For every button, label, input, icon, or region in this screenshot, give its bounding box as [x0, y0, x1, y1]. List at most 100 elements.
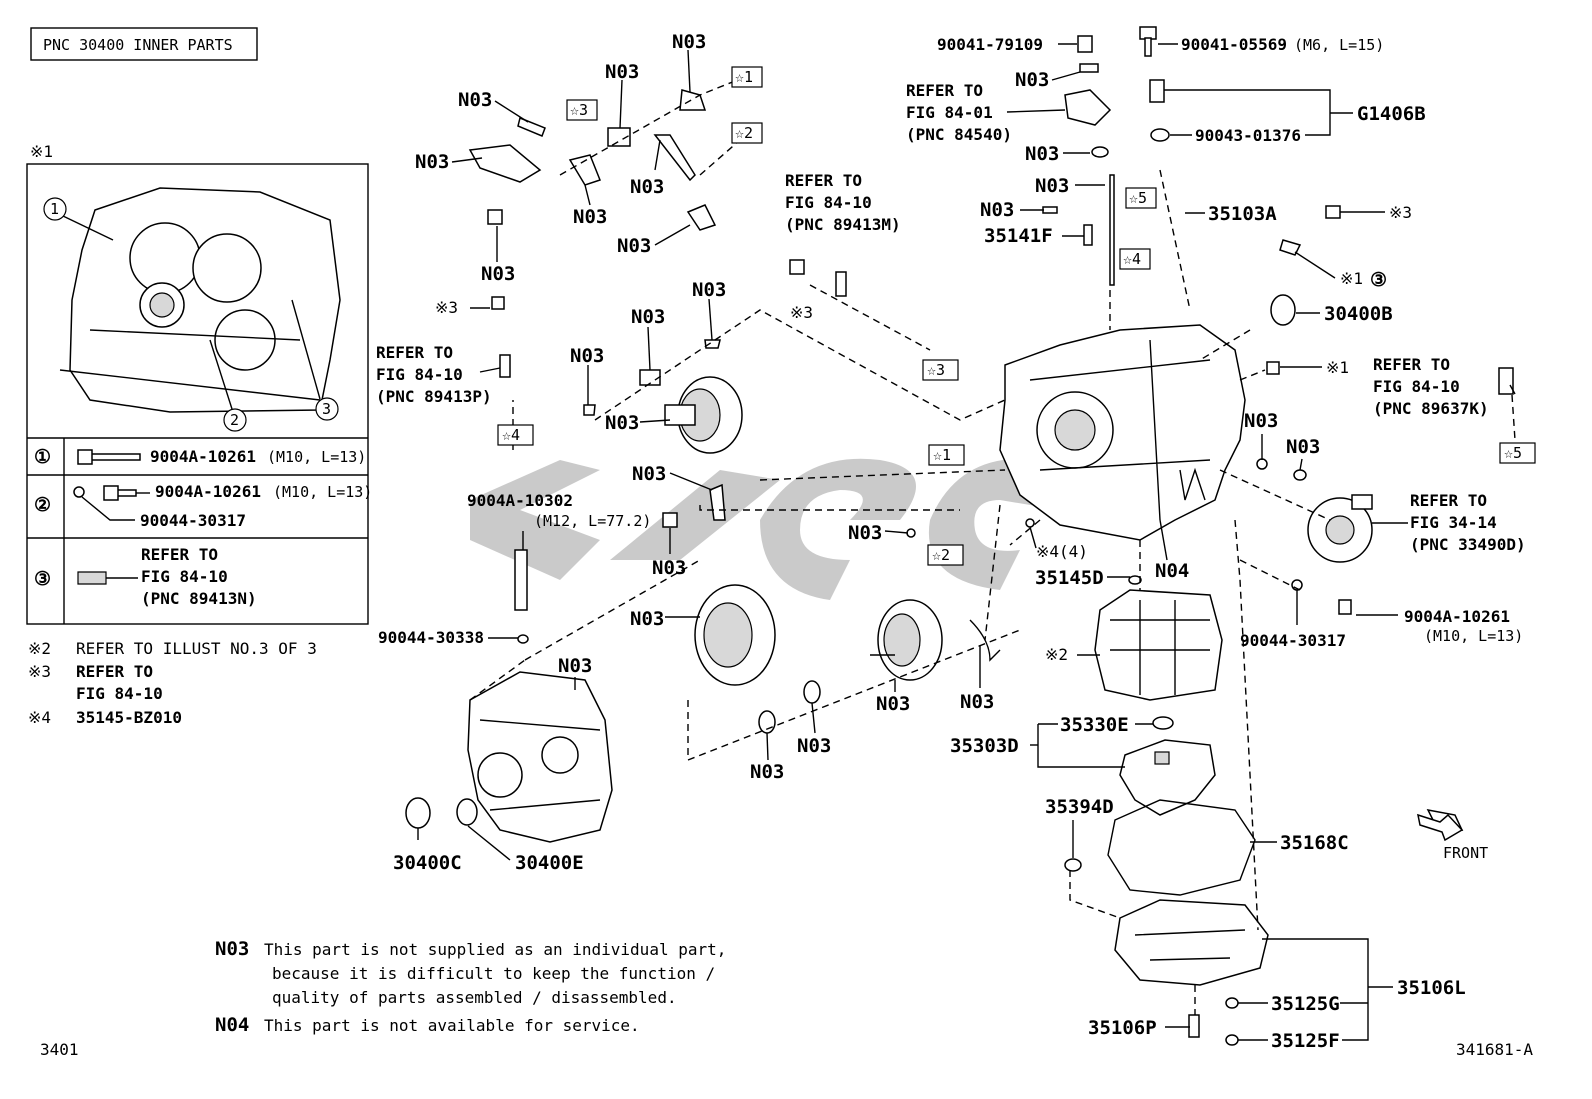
- part-label: 35394D: [1045, 796, 1114, 818]
- svg-text:3: 3: [322, 400, 331, 418]
- part-label: N03: [630, 176, 664, 198]
- part-label: REFER TO: [1373, 355, 1450, 374]
- transaxle-case: [999, 324, 1246, 541]
- part-label: G1406B: [1357, 103, 1426, 125]
- part-label: 35330E: [1060, 714, 1129, 736]
- part-label: N04: [215, 1014, 249, 1036]
- part-label: 90044-30338: [378, 628, 484, 647]
- row1-part: 9004A-10261: [150, 447, 256, 466]
- part-label: N04: [1155, 560, 1189, 582]
- oil-pan-gasket: [1107, 799, 1256, 896]
- part-label: 35145D: [1035, 567, 1104, 589]
- footnotes: ※2 REFER TO ILLUST NO.3 OF 3 ※3 REFER TO…: [28, 639, 317, 727]
- part-label: ※2: [1045, 645, 1068, 664]
- row3-num: ③: [34, 568, 51, 590]
- part-label: FIG 34-14: [1410, 513, 1497, 532]
- part-label: N03: [876, 693, 910, 715]
- part-label: 35145-BZ010: [76, 708, 182, 727]
- part-label: N03: [652, 557, 686, 579]
- part-label: N03: [750, 761, 784, 783]
- part-label: FIG 84-10: [76, 684, 163, 703]
- part-label: N03: [960, 691, 994, 713]
- part-label: This part is not available for service.: [264, 1016, 640, 1035]
- part-label: N03: [458, 89, 492, 111]
- part-label: N03: [558, 655, 592, 677]
- part-label: N03: [1025, 143, 1059, 165]
- part-label: N03: [1035, 175, 1069, 197]
- row3-ref3: (PNC 89413N): [141, 589, 257, 608]
- part-label: N03: [692, 279, 726, 301]
- header: PNC 30400 INNER PARTS: [30, 27, 258, 61]
- part-label: N03: [481, 263, 515, 285]
- part-label: ※3: [1389, 203, 1412, 222]
- part-label: 35103A: [1208, 203, 1277, 225]
- part-label: 90044-30317: [1240, 631, 1346, 650]
- part-label: 90041-05569: [1181, 35, 1287, 54]
- part-label: ☆4: [1123, 250, 1141, 268]
- part-label: N03: [573, 206, 607, 228]
- part-label: N03: [1015, 69, 1049, 91]
- part-label: ☆5: [1504, 444, 1522, 462]
- part-label: ※3: [28, 662, 51, 681]
- part-label: (M10, L=13): [1424, 627, 1523, 645]
- legend: N03 This part is not supplied as an indi…: [215, 938, 726, 1036]
- page-title: PNC 30400 INNER PARTS: [43, 36, 233, 54]
- part-label: N03: [1244, 410, 1278, 432]
- part-label: 35125G: [1271, 993, 1340, 1015]
- part-label: N03: [631, 306, 665, 328]
- part-label: REFER TO: [785, 171, 862, 190]
- row1-num: ①: [34, 446, 51, 468]
- part-label: 30400C: [393, 852, 462, 874]
- part-label: N03: [1286, 436, 1320, 458]
- part-label: ※1: [1326, 358, 1349, 377]
- cover-33490d: [1307, 494, 1373, 563]
- row2-part: 9004A-10261: [155, 482, 261, 501]
- part-label: 35106P: [1088, 1017, 1157, 1039]
- refer-labels: REFER TO FIG 84-01 (PNC 84540) REFER TO …: [376, 81, 1526, 554]
- part-label: ☆1: [933, 446, 951, 464]
- part-label: quality of parts assembled / disassemble…: [272, 988, 677, 1007]
- footer-right: 341681-A: [1456, 1040, 1533, 1059]
- part-label: 35106L: [1397, 977, 1466, 999]
- part-label: N03: [672, 31, 706, 53]
- part-label: 35303D: [950, 735, 1019, 757]
- part-label: N03: [570, 345, 604, 367]
- part-label: N03: [797, 735, 831, 757]
- part-label: (PNC 33490D): [1410, 535, 1526, 554]
- inset-mark: ※1: [30, 142, 53, 161]
- gear-middle: [870, 599, 943, 681]
- part-label: N03: [215, 938, 249, 960]
- row2-part2: 90044-30317: [140, 511, 246, 530]
- part-label: REFER TO: [376, 343, 453, 362]
- svg-text:1: 1: [50, 200, 59, 218]
- part-label: REFER TO: [906, 81, 983, 100]
- part-label: ※2: [28, 639, 51, 658]
- part-label: N03: [605, 412, 639, 434]
- part-label: N03: [617, 235, 651, 257]
- case-cover-illustration: 1 2 3: [43, 187, 341, 432]
- part-label: 35125F: [1271, 1030, 1340, 1052]
- part-label: (M12, L=77.2): [534, 512, 651, 530]
- strainer: [1119, 739, 1216, 816]
- row1-spec: (M10, L=13): [267, 448, 366, 466]
- part-label: REFER TO: [1410, 491, 1487, 510]
- part-label: N03: [632, 463, 666, 485]
- part-label: N03: [630, 608, 664, 630]
- part-label: ※4: [28, 708, 51, 727]
- svg-text:2: 2: [230, 411, 239, 429]
- part-label: FIG 84-10: [1373, 377, 1460, 396]
- oil-pan: [1114, 899, 1269, 986]
- row2-spec: (M10, L=13): [273, 483, 372, 501]
- part-label: This part is not supplied as an individu…: [264, 940, 726, 959]
- part-label: ※1: [1340, 269, 1363, 288]
- part-label: 90043-01376: [1195, 126, 1301, 145]
- part-label: 35141F: [984, 225, 1053, 247]
- part-label: (PNC 89413P): [376, 387, 492, 406]
- part-label: N03: [605, 61, 639, 83]
- part-label: ☆5: [1129, 189, 1147, 207]
- part-label: because it is difficult to keep the func…: [272, 964, 715, 983]
- part-label: ☆3: [570, 101, 588, 119]
- part-labels: N03 N03 N03 N03 N03 N03 N03 N03 N03 N03 …: [378, 31, 1523, 1052]
- footer-left: 3401: [40, 1040, 79, 1059]
